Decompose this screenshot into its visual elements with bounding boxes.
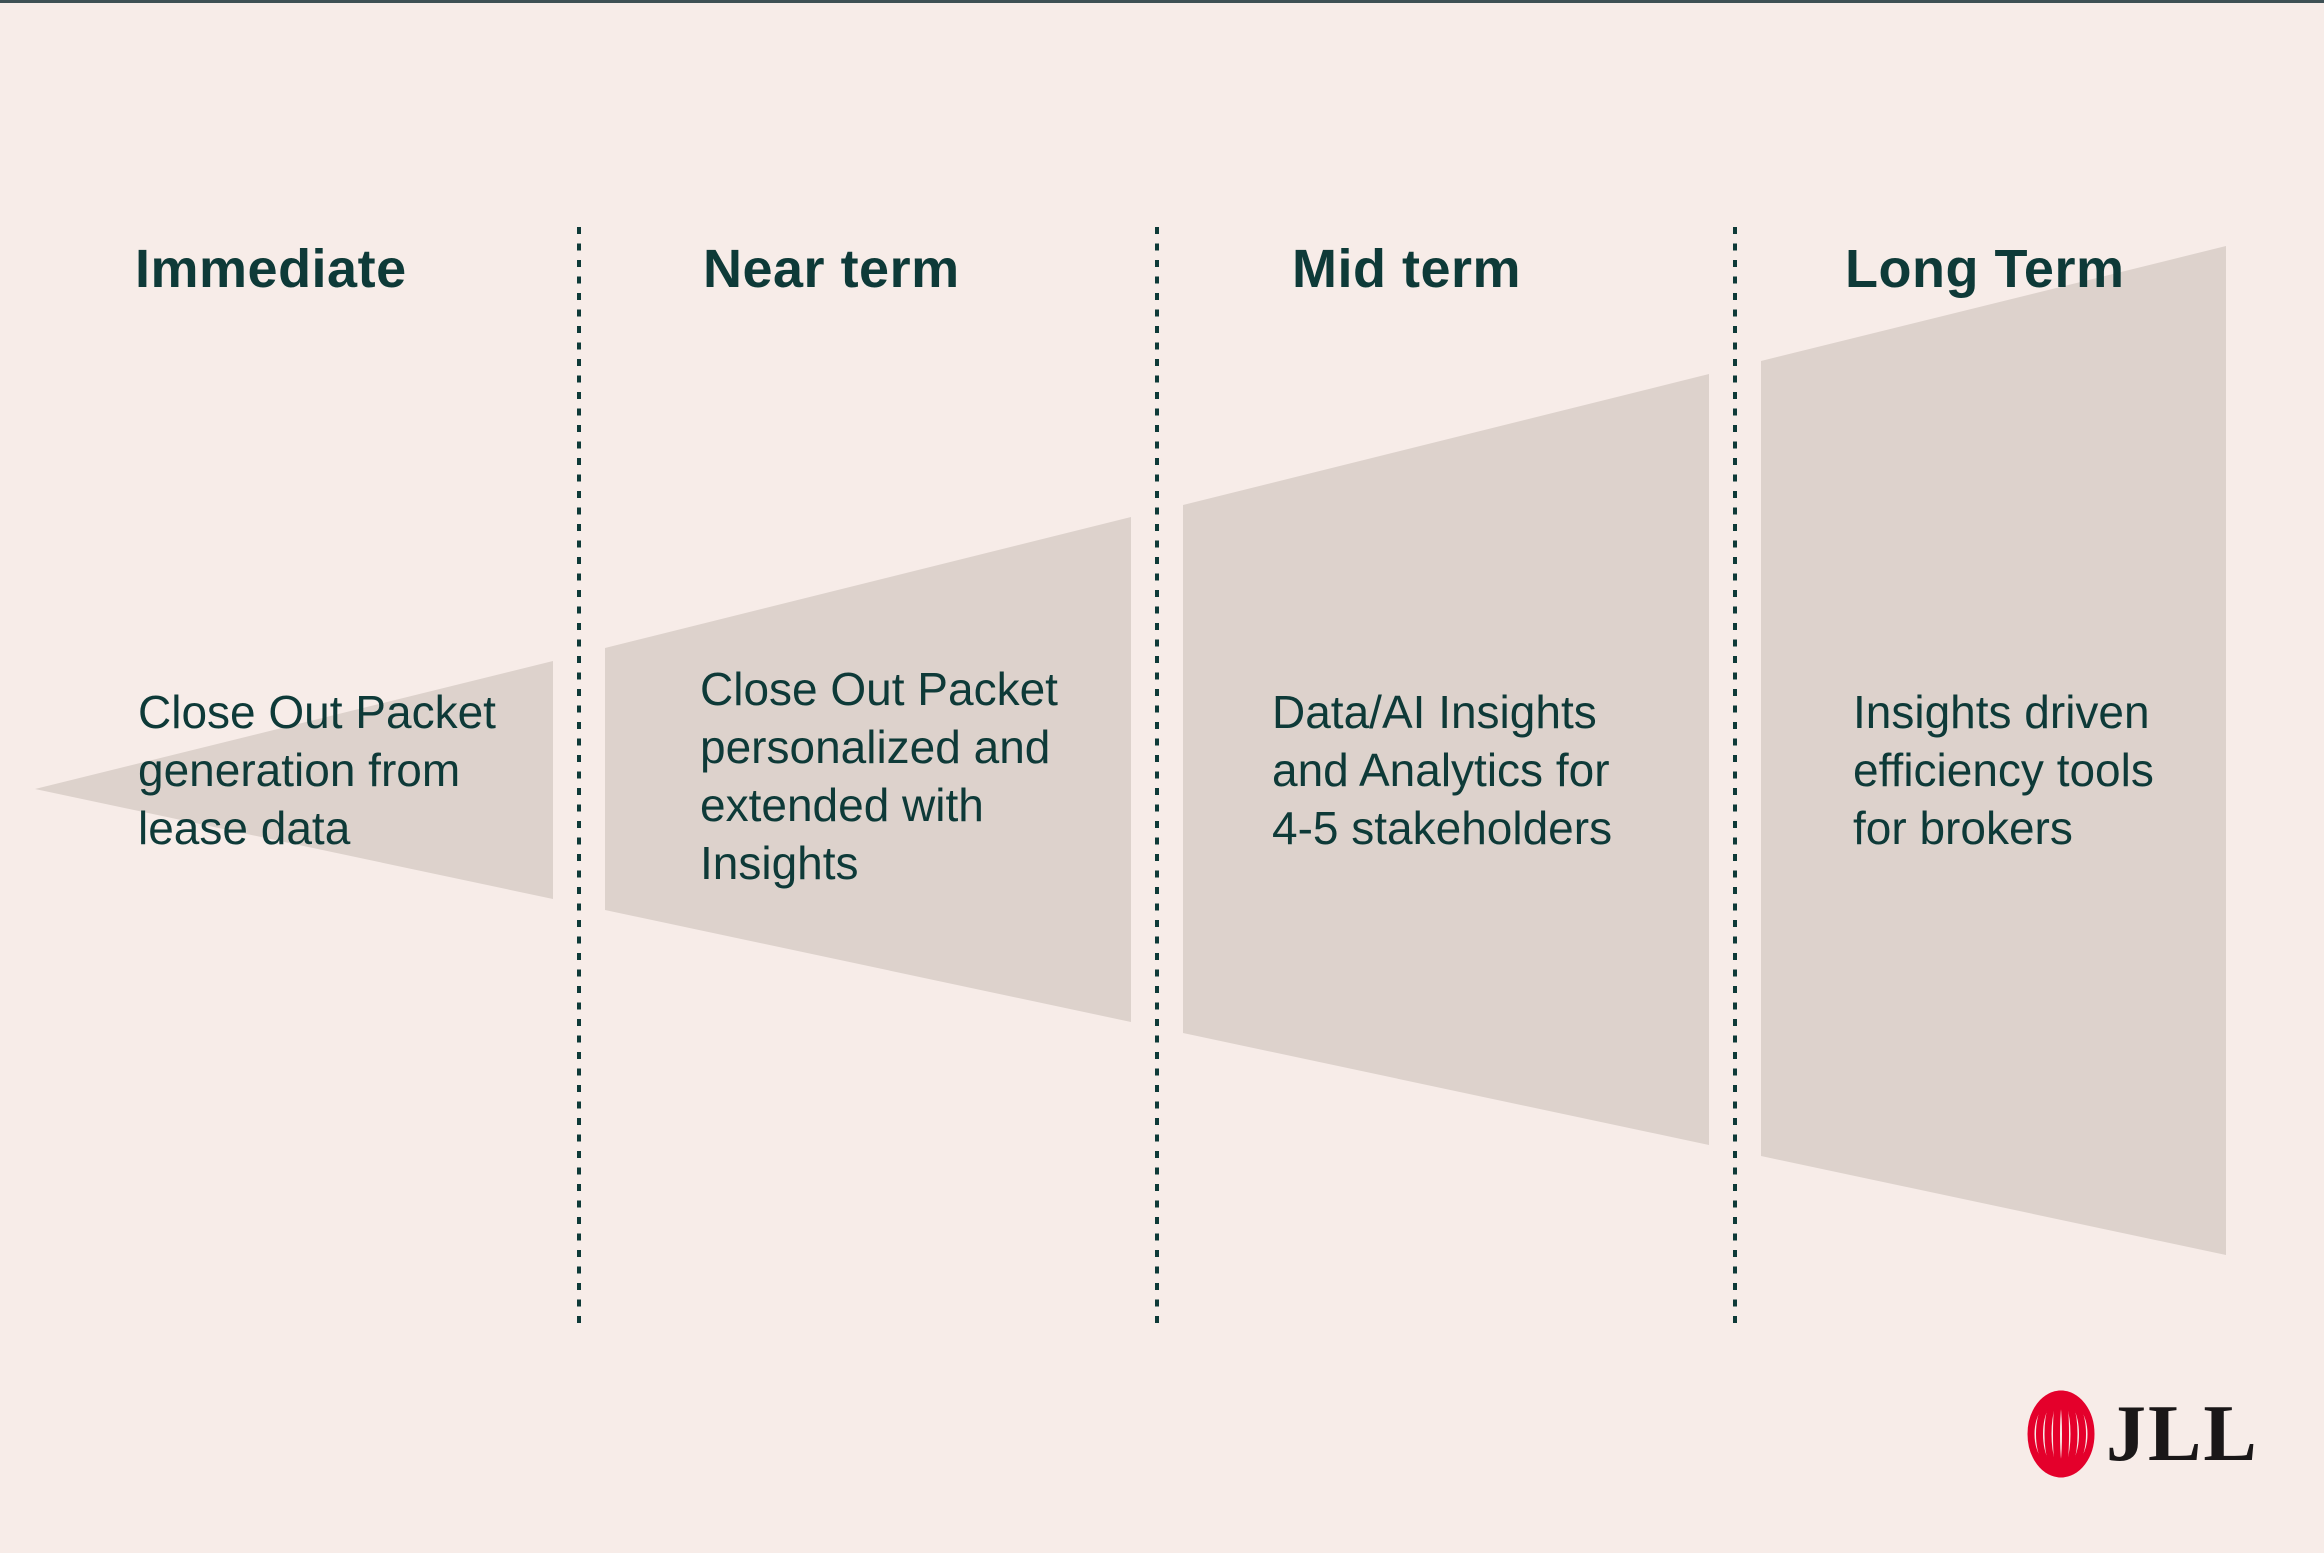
column-desc-near-term: Close Out Packet personalized and extend… [700,663,1058,889]
column-header-near-term: Near term [703,239,960,299]
funnel-segment-long-term [1761,246,2226,1255]
jll-logo-text: JLL [2106,1390,2259,1478]
top-accent-bar [0,0,2324,3]
column-header-immediate: Immediate [135,239,407,299]
column-desc-immediate: Close Out Packet generation from lease d… [138,686,496,854]
column-header-mid-term: Mid term [1292,239,1522,299]
funnel-segment-mid-term [1183,374,1709,1145]
funnel-segment-near-term [605,517,1131,1022]
funnel-segment-immediate [35,661,553,899]
column-desc-long-term: Insights driven efficiency tools for bro… [1853,686,2154,854]
jll-logo: JLL [2026,1390,2259,1478]
jll-globe-icon [2027,1390,2095,1478]
column-header-long-term: Long Term [1845,239,2125,299]
column-desc-mid-term: Data/AI Insights and Analytics for 4-5 s… [1272,686,1613,854]
